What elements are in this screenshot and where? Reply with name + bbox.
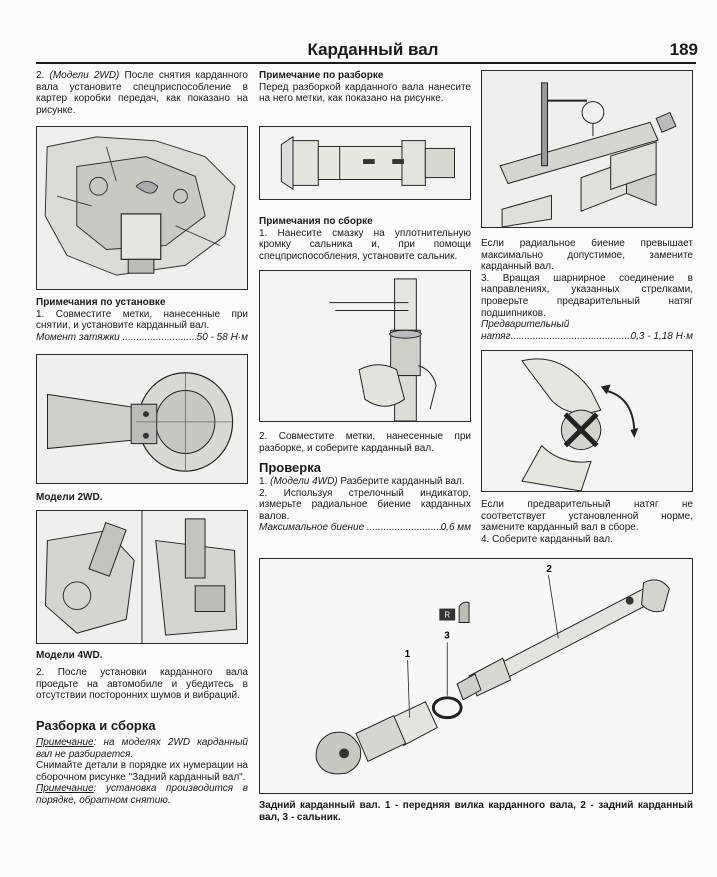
- caption-models-4wd: Модели 4WD.: [36, 650, 103, 661]
- figure-runout-check: [481, 70, 693, 228]
- step-removal-2wd: 2. (Модели 2WD) После снятия карданного …: [36, 70, 248, 116]
- preload-label-line: Предварительный: [481, 319, 570, 331]
- figure-special-tool-gearbox: [36, 126, 248, 290]
- check-step-2: 2. Используя стрелочный индикатор, измер…: [259, 487, 471, 522]
- figure-preload-check: [481, 350, 693, 492]
- assembly-notes: Примечания по сборке 1. Нанесите смазку …: [259, 216, 471, 262]
- disassembly-heading: Разборка и сборка: [36, 718, 156, 733]
- step-number: 2.: [36, 70, 50, 81]
- figure-alignment-marks: [259, 126, 471, 200]
- leader-dots: ........................................…: [510, 330, 631, 342]
- disassembly-note: Примечание по разборке Перед разборкой к…: [259, 70, 471, 105]
- runout-spec: Максимальное биение ....................…: [259, 522, 471, 534]
- step-text: После снятия карданного вала установите …: [36, 70, 248, 116]
- install-notes: Примечания по установке 1. Совместите ме…: [36, 297, 248, 343]
- disassembly-note-heading: Примечание по разборке: [259, 70, 384, 81]
- step-number: 1.: [259, 476, 271, 487]
- check-step-1: 1. (Модели 4WD) Разберите карданный вал.: [259, 476, 471, 488]
- torque-label: Момент затяжки: [36, 331, 120, 343]
- install-step-2: 2. После установки карданного вала проед…: [36, 667, 248, 702]
- note-2wd: Примечание: на моделях 2WD карданный вал…: [36, 737, 248, 760]
- note-install-order: Примечание: установка производится в пор…: [36, 783, 248, 806]
- note-order: Снимайте детали в порядке их нумерации н…: [36, 760, 248, 783]
- header-rule: [36, 62, 696, 64]
- rear-shaft-exploded-view: R 2 1 3: [260, 559, 692, 793]
- page-title: Карданный вал: [307, 40, 439, 59]
- check-step-3: 3. Вращая шарнирное соединение в направл…: [481, 272, 693, 319]
- dial-indicator-illustration: [482, 71, 692, 227]
- flange-4wd-illustration: [37, 511, 247, 643]
- figure-seal-install: [259, 270, 471, 422]
- runout-result: Если радиальное биение превышает максима…: [481, 238, 693, 342]
- check-steps: 1. (Модели 4WD) Разберите карданный вал.…: [259, 476, 471, 534]
- runout-exceeds: Если радиальное биение превышает максима…: [481, 238, 693, 273]
- runout-label: Максимальное биение: [259, 522, 365, 534]
- disassembly-note-text: Перед разборкой карданного вала нанесите…: [259, 81, 471, 105]
- figure-rear-propeller-shaft: R 2 1 3: [259, 558, 693, 794]
- preload-label: натяг: [481, 330, 511, 342]
- note-label: Примечание: [36, 737, 94, 748]
- assembly-notes-heading: Примечания по сборке: [259, 216, 373, 227]
- model-ref: (Модели 2WD): [49, 70, 120, 81]
- flange-2wd-illustration: [37, 355, 247, 483]
- callout-1: 1: [405, 649, 411, 660]
- preload-result: Если предварительный натяг не соответств…: [481, 499, 693, 545]
- alignment-marks-illustration: [261, 127, 469, 199]
- install-notes-heading: Примечания по установке: [36, 297, 166, 308]
- model-ref: (Модели 4WD): [270, 476, 338, 487]
- note-label: Примечание: [36, 783, 94, 795]
- leader-dots: ........................................…: [122, 331, 197, 343]
- seal-install-illustration: [260, 271, 470, 421]
- note-text: : на моделях 2WD карданный вал не разбир…: [36, 737, 248, 760]
- leader-dots: ........................................…: [366, 522, 441, 534]
- caption-models-2wd: Модели 2WD.: [36, 492, 103, 503]
- grease-label: R: [444, 611, 450, 620]
- figure-install-4wd: [36, 510, 248, 644]
- disassembly-notes: Примечание: на моделях 2WD карданный вал…: [36, 737, 248, 807]
- torque-spec: Момент затяжки .........................…: [36, 332, 248, 344]
- runout-value: 0,6 мм: [440, 522, 471, 534]
- check-heading: Проверка: [259, 460, 321, 475]
- preload-mismatch: Если предварительный натяг не соответств…: [481, 499, 693, 534]
- assembly-figure-caption: Задний карданный вал. 1 - передняя вилка…: [259, 800, 693, 823]
- check-step-4: 4. Соберите карданный вал.: [481, 533, 613, 545]
- step-text: Разберите карданный вал.: [337, 476, 465, 487]
- preload-value: 0,3 - 1,18 Н·м: [630, 330, 693, 342]
- install-step-1: 1. Совместите метки, нанесенные при снят…: [36, 308, 248, 332]
- assembly-step-2: 2. Совместите метки, нанесенные при разб…: [259, 431, 471, 454]
- torque-value: 50 - 58 Н·м: [196, 331, 248, 343]
- figure-install-2wd: [36, 354, 248, 484]
- assembly-step-1: 1. Нанесите смазку на уплотнительную кро…: [259, 227, 471, 262]
- preload-spec: натяг ..................................…: [481, 331, 693, 343]
- gearbox-illustration: [37, 127, 247, 289]
- callout-2: 2: [546, 564, 552, 575]
- callout-3: 3: [444, 630, 450, 641]
- page-number: 189: [669, 40, 698, 59]
- note-text: : установка производится в порядке, обра…: [36, 783, 248, 806]
- joint-rotation-illustration: [482, 351, 692, 491]
